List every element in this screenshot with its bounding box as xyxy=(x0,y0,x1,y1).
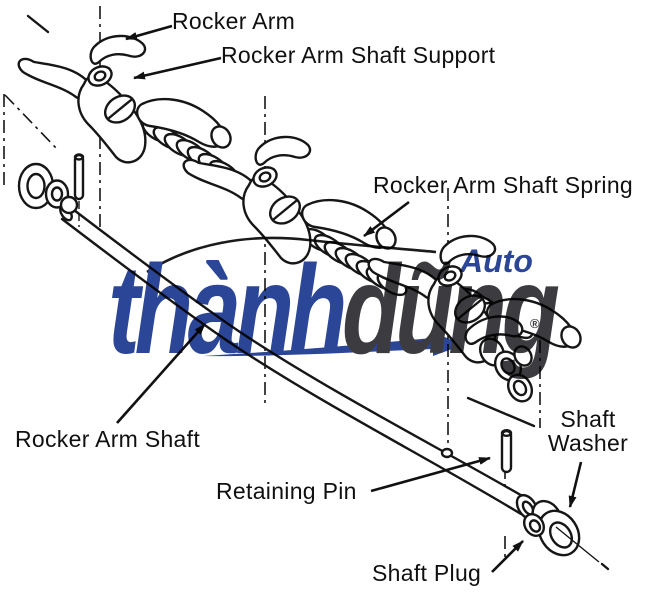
retaining-pin xyxy=(500,429,513,474)
shaft-plug-arrow xyxy=(491,540,524,573)
shaft-support-arrow xyxy=(133,56,222,80)
rocker-arm-cluster-3 xyxy=(367,234,586,364)
label-shaft-washer-line2: Washer xyxy=(547,430,629,456)
rocker-arm-arrow xyxy=(125,24,173,41)
label-shaft-plug: Shaft Plug xyxy=(372,560,482,586)
rocker-arm-cluster-4 xyxy=(464,315,534,403)
shaft-washer-arrow xyxy=(568,461,583,508)
retaining-pin-arrow xyxy=(370,456,491,493)
label-shaft-washer-line1: Shaft xyxy=(560,406,616,432)
label-rocker-arm-shaft: Rocker Arm Shaft xyxy=(15,426,201,452)
shaft-washer xyxy=(537,509,581,557)
leader-arrows xyxy=(116,24,583,573)
shaft-pin-hole xyxy=(440,447,454,459)
label-rocker-arm: Rocker Arm xyxy=(172,8,296,34)
rocker-arm-cluster-2 xyxy=(182,135,401,265)
shaft-spring-arrow xyxy=(363,200,410,238)
shaft-arrow xyxy=(116,323,206,424)
label-rocker-arm-shaft-support: Rocker Arm Shaft Support xyxy=(221,42,496,68)
left-end-parts xyxy=(17,153,85,215)
left-retaining-pin xyxy=(73,153,85,201)
left-ball xyxy=(59,195,79,215)
label-retaining-pin: Retaining Pin xyxy=(216,478,357,504)
rocker-arm-cluster-1 xyxy=(17,34,236,164)
label-rocker-arm-shaft-spring: Rocker Arm Shaft Spring xyxy=(373,172,634,198)
shaft-end-parts xyxy=(466,396,610,571)
